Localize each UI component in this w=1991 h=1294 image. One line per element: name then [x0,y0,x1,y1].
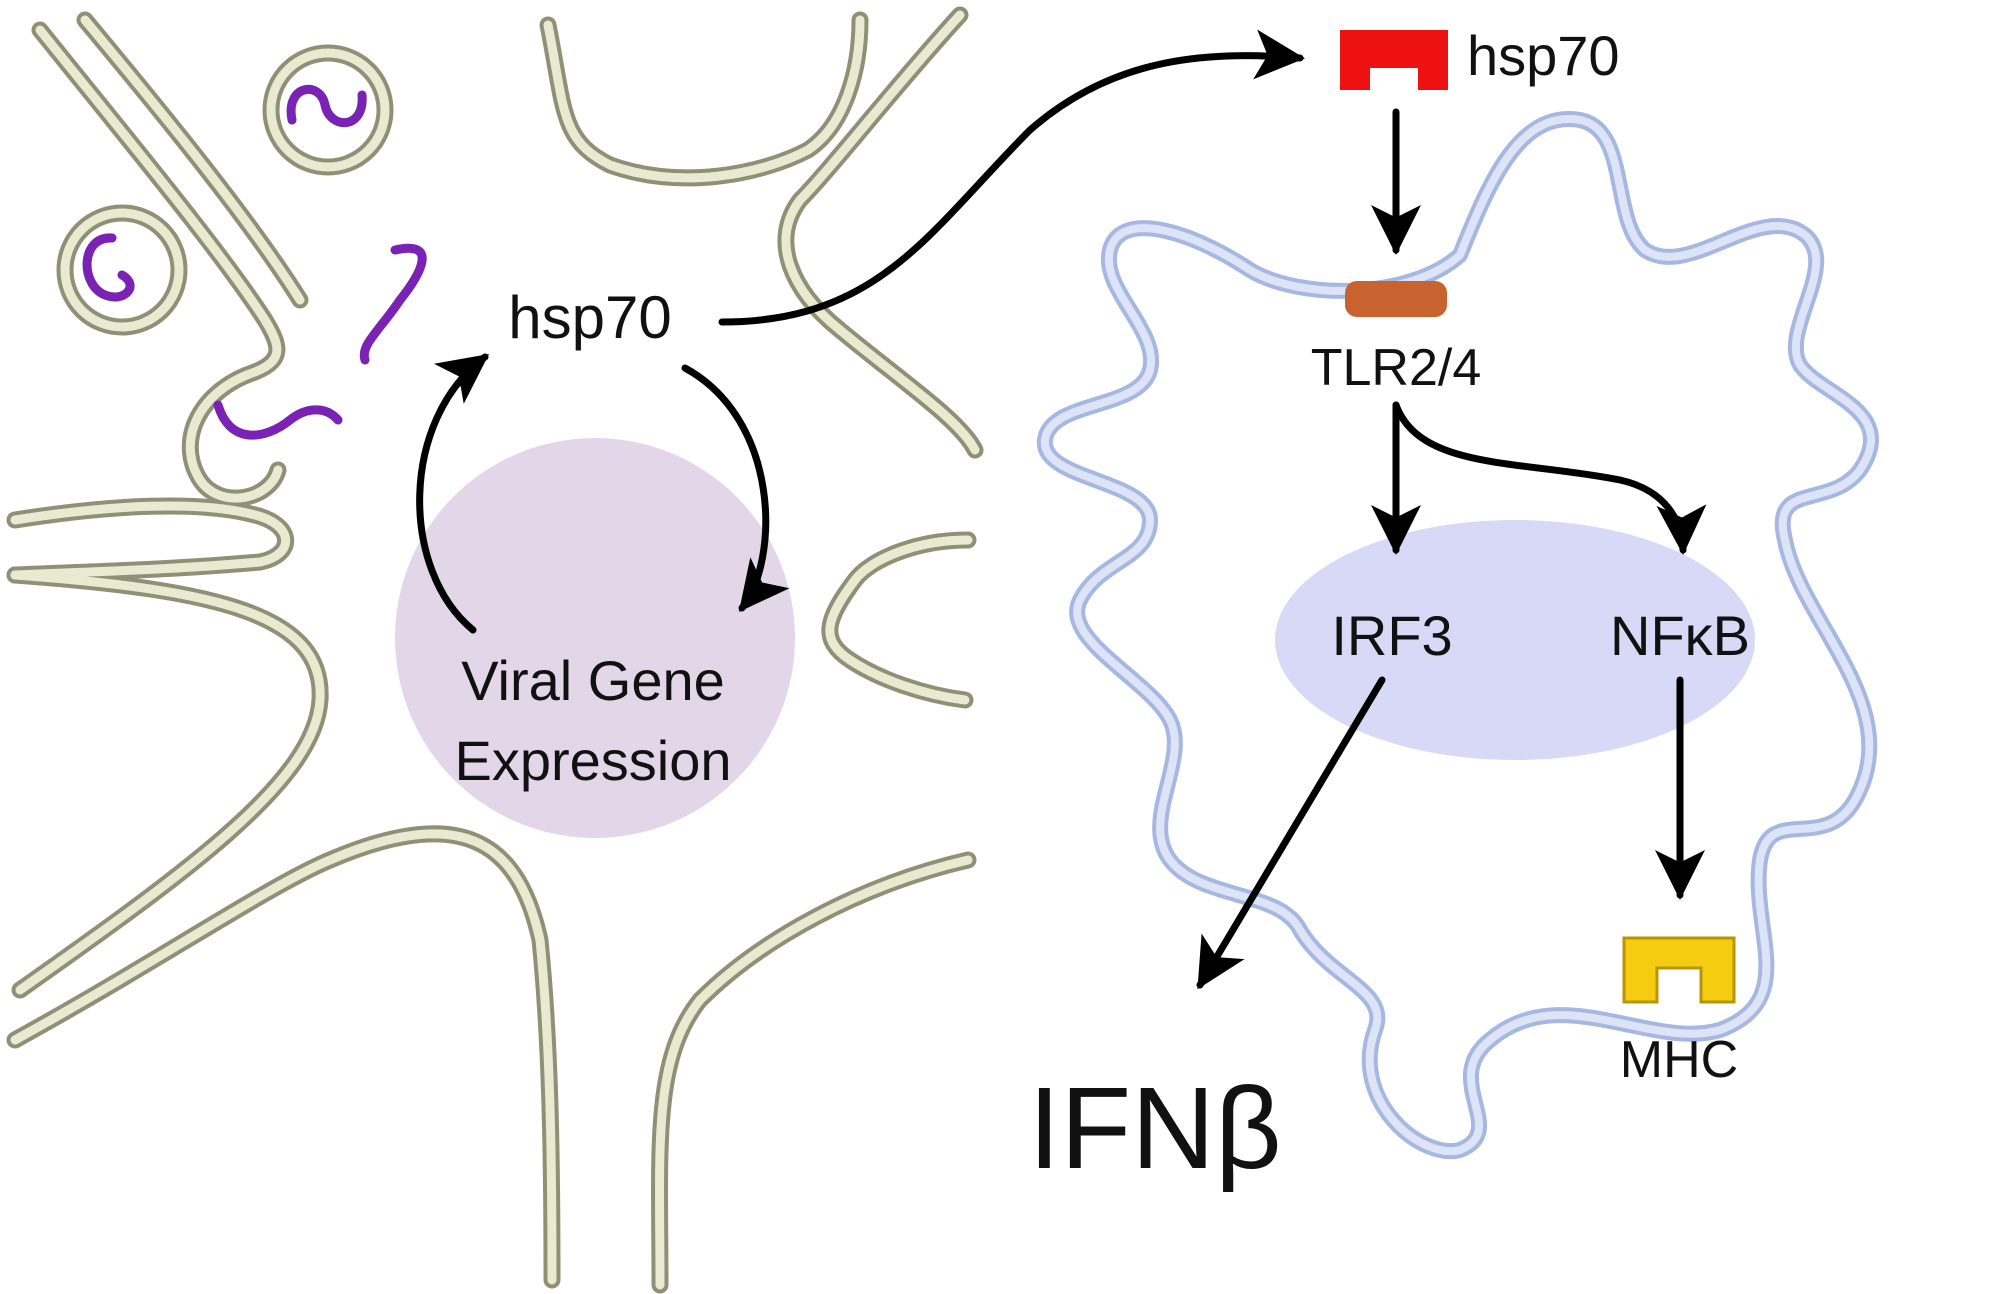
neuron-membrane [6,6,984,1294]
nfkb-label: NFκB [1610,604,1750,667]
mhc-label: MHC [1620,1031,1738,1089]
arrows [416,29,1707,990]
immune-nucleus [1275,520,1755,760]
viral-gene-label-line1: Viral Gene [461,649,725,712]
arrow-tlr-to-nfkb [1392,401,1707,555]
viral-genomes [213,243,427,440]
viral-nucleus [395,438,795,838]
tlr-receptor-icon [1345,281,1447,317]
hsp70-outside-label: hsp70 [1467,24,1620,87]
mhc-receptor-icon [1622,936,1736,1004]
arrow-hsp70-secretion [718,29,1305,326]
hsp70-inside-label: hsp70 [508,284,671,351]
virus-particle-icon [262,44,394,176]
irf3-label: IRF3 [1331,604,1452,667]
tlr-label: TLR2/4 [1311,339,1482,397]
arrow-irf3-to-ifnb [1196,676,1386,990]
viral-gene-label-line2: Expression [454,729,731,792]
virus-particle-icon [56,204,188,336]
immune-cell-membrane [1037,111,1879,1160]
ifnb-label: IFNβ [1028,1063,1282,1193]
arrow-hsp70-to-expression [681,364,790,612]
arrow-expression-to-hsp70 [416,353,490,634]
hsp70-protein-icon [1340,30,1448,90]
